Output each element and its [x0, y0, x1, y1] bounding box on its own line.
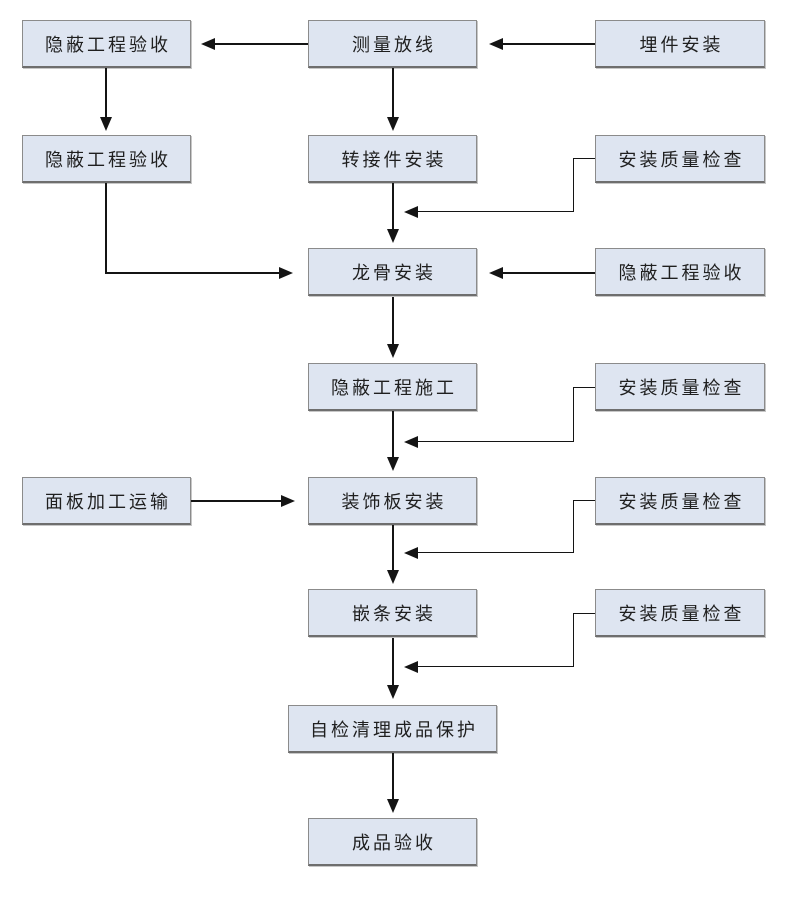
node-label: 嵌条安装: [352, 603, 436, 624]
edge-keel-to-construction-line: [392, 297, 394, 344]
node-label: 安装质量检查: [618, 603, 745, 624]
edge-qc1-arrowhead-icon: [404, 206, 418, 218]
edge-construction-to-decorative-arrowhead-icon: [387, 457, 399, 471]
edge-qc3-vline: [573, 500, 574, 553]
node-self-check-cleanup-protection: 自检清理成品保护: [288, 705, 497, 753]
edge-qc3-hline: [418, 552, 573, 553]
node-label: 成品验收: [352, 832, 436, 853]
edge-hidden3-to-keel-line: [503, 272, 595, 274]
node-label: 隐蔽工程验收: [618, 262, 745, 283]
node-label: 安装质量检查: [618, 149, 745, 170]
edge-adapter-to-keel-line: [392, 183, 394, 229]
edge-keel-to-construction-arrowhead-icon: [387, 344, 399, 358]
edge-embed-to-survey-line: [503, 43, 595, 45]
node-survey-layout: 测量放线: [308, 20, 477, 68]
edge-strip-to-selfcheck-arrowhead-icon: [387, 685, 399, 699]
edge-construction-to-decorative-line: [392, 411, 394, 457]
node-install-quality-check-2: 安装质量检查: [595, 363, 765, 411]
edge-panel-to-decorative-arrowhead-icon: [281, 495, 295, 507]
edge-survey-to-hidden1-line: [215, 43, 308, 45]
node-hidden-work-acceptance-2: 隐蔽工程验收: [22, 135, 191, 183]
node-label: 安装质量检查: [618, 491, 745, 512]
edge-qc2-vline: [573, 387, 574, 442]
edge-qc4-exit-line: [573, 613, 595, 614]
node-keel-install: 龙骨安装: [308, 248, 477, 296]
node-label: 埋件安装: [639, 34, 724, 55]
edge-panel-to-decorative-line: [191, 500, 281, 502]
edge-qc3-exit-line: [573, 500, 595, 501]
node-install-quality-check-1: 安装质量检查: [595, 135, 765, 183]
edge-survey-to-adapter-line: [392, 68, 394, 117]
node-label: 龙骨安装: [352, 262, 436, 283]
edge-qc2-exit-line: [573, 387, 595, 388]
node-label: 安装质量检查: [618, 377, 745, 398]
node-label: 装饰板安装: [341, 491, 447, 512]
node-label: 隐蔽工程施工: [331, 377, 457, 398]
edge-hidden2-to-keel-vline: [105, 183, 107, 274]
node-hidden-work-acceptance-3: 隐蔽工程验收: [595, 248, 765, 296]
node-label: 自检清理成品保护: [310, 719, 478, 740]
edge-survey-to-adapter-arrowhead-icon: [387, 117, 399, 131]
node-hidden-work-construction: 隐蔽工程施工: [308, 363, 477, 411]
edge-qc4-arrowhead-icon: [404, 661, 418, 673]
edge-hidden2-to-keel-arrowhead-icon: [279, 267, 293, 279]
node-install-quality-check-3: 安装质量检查: [595, 477, 765, 525]
edge-qc1-vline: [573, 158, 574, 212]
node-label: 隐蔽工程验收: [45, 149, 171, 170]
node-panel-processing-transport: 面板加工运输: [22, 477, 191, 525]
node-label: 测量放线: [352, 34, 436, 55]
node-label: 面板加工运输: [45, 491, 171, 512]
edge-decorative-to-strip-line: [392, 525, 394, 570]
node-finished-product-acceptance: 成品验收: [308, 818, 477, 866]
node-decorative-panel-install: 装饰板安装: [308, 477, 477, 525]
edge-hidden1-to-hidden2-arrowhead-icon: [100, 117, 112, 131]
edge-decorative-to-strip-arrowhead-icon: [387, 570, 399, 584]
node-hidden-work-acceptance-1: 隐蔽工程验收: [22, 20, 191, 68]
edge-hidden2-to-keel-hline: [105, 272, 279, 274]
node-inlay-strip-install: 嵌条安装: [308, 589, 477, 637]
edge-hidden3-to-keel-arrowhead-icon: [489, 267, 503, 279]
edge-qc4-vline: [573, 613, 574, 667]
edge-strip-to-selfcheck-line: [392, 638, 394, 685]
node-label: 隐蔽工程验收: [45, 34, 171, 55]
edge-qc1-exit-line: [573, 158, 595, 159]
edge-embed-to-survey-arrowhead-icon: [489, 38, 503, 50]
edge-selfcheck-to-final-arrowhead-icon: [387, 799, 399, 813]
edge-qc2-arrowhead-icon: [404, 436, 418, 448]
edge-qc2-hline: [418, 441, 573, 442]
edge-hidden1-to-hidden2-line: [105, 68, 107, 117]
edge-qc4-hline: [418, 666, 573, 667]
node-install-quality-check-4: 安装质量检查: [595, 589, 765, 637]
node-embedded-parts-install: 埋件安装: [595, 20, 765, 68]
edge-qc1-hline: [418, 211, 573, 212]
edge-qc3-arrowhead-icon: [404, 547, 418, 559]
node-label: 转接件安装: [341, 149, 447, 170]
node-adapter-install: 转接件安装: [308, 135, 477, 183]
edge-survey-to-hidden1-arrowhead-icon: [201, 38, 215, 50]
edge-selfcheck-to-final-line: [392, 753, 394, 799]
edge-adapter-to-keel-arrowhead-icon: [387, 229, 399, 243]
